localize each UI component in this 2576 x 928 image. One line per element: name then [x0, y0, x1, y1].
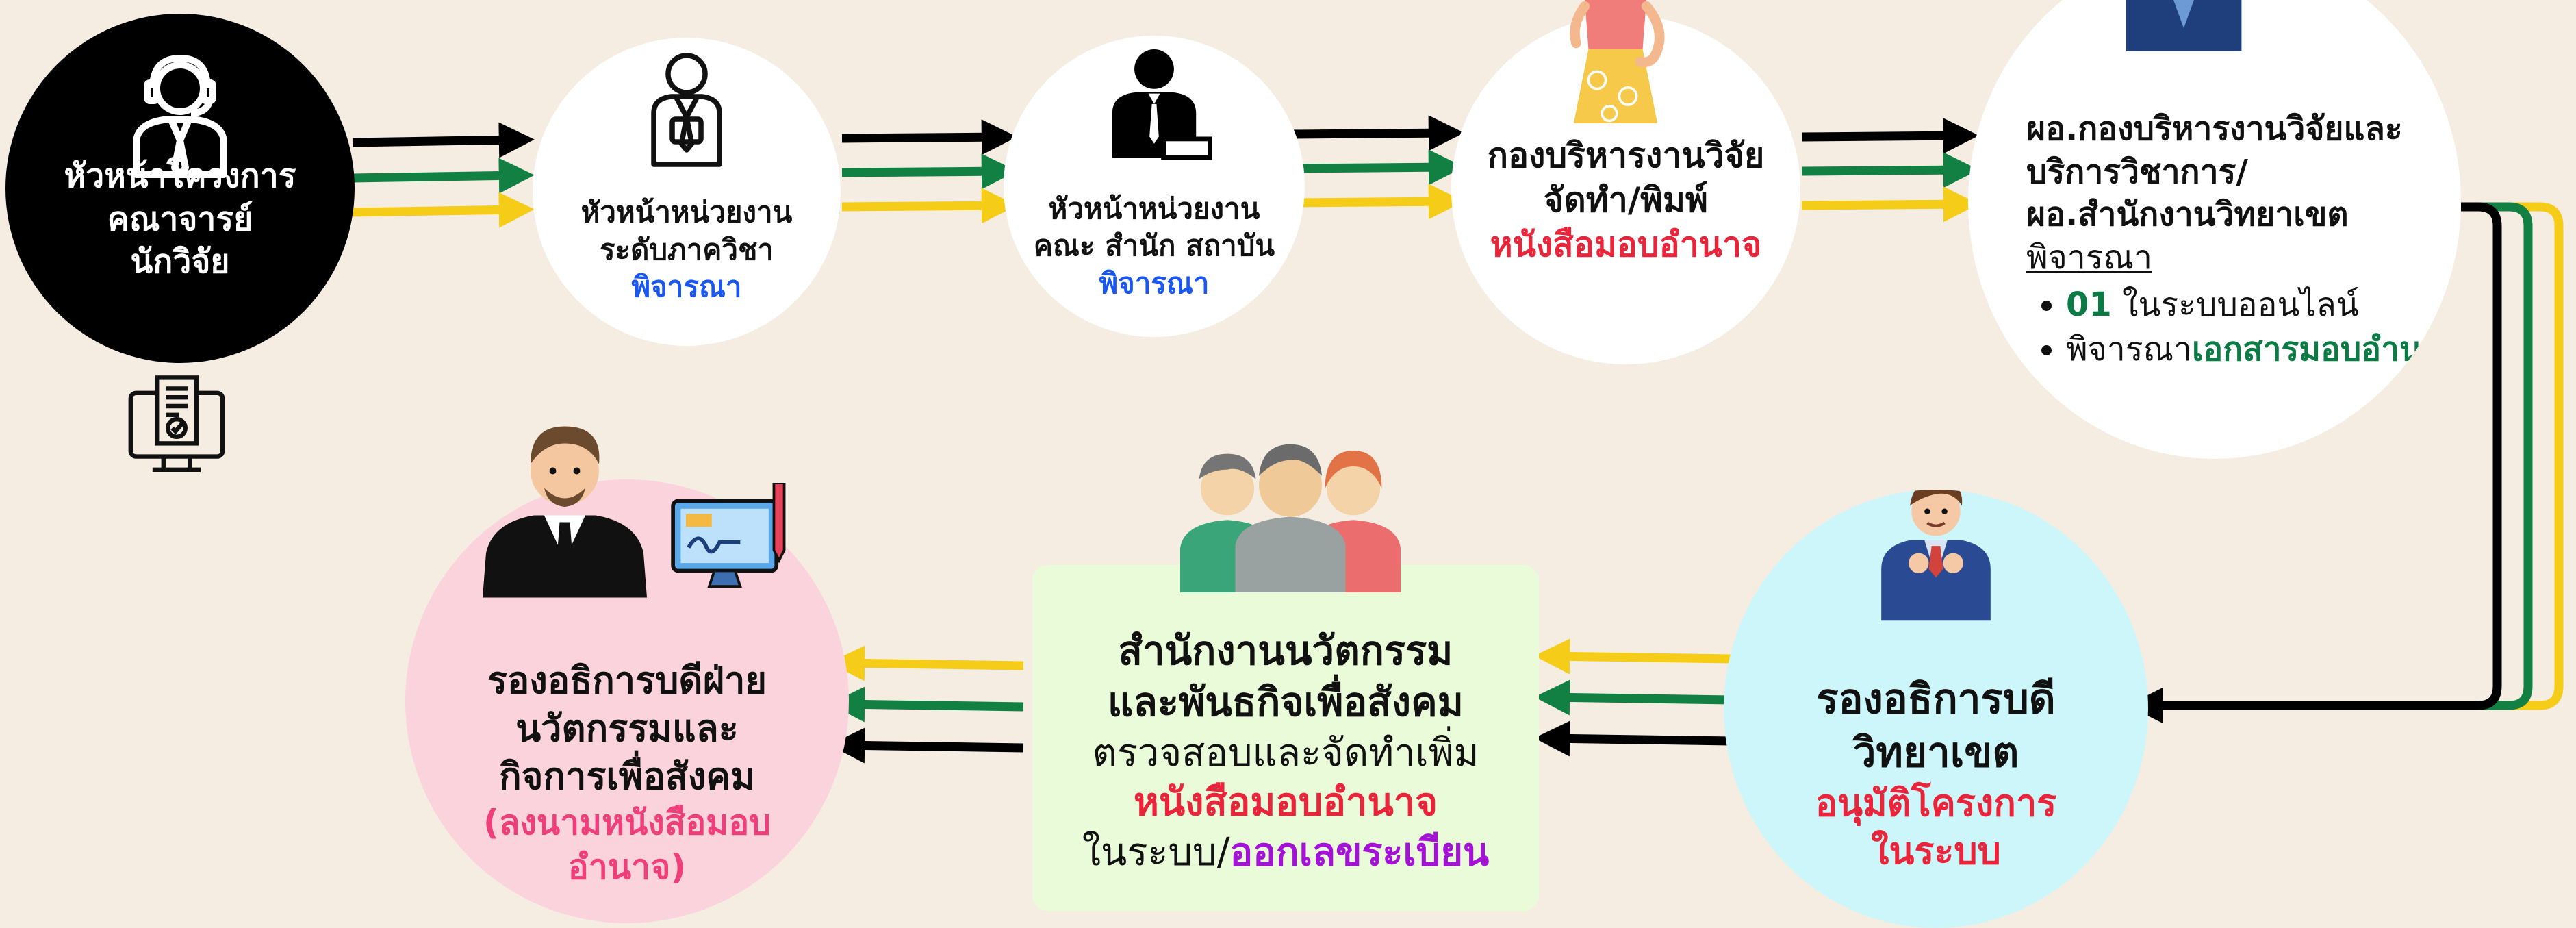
- businessman-icon: [483, 426, 647, 598]
- director-bullet-code: 01: [2066, 285, 2112, 324]
- node-faculty-action: พิจารณา: [1099, 266, 1210, 300]
- node-director: ผอ.กองบริหารงานวิจัยและ บริการวิชาการ/ ผ…: [1968, 0, 2461, 459]
- node-faculty-line-1: หัวหน้าหน่วยงาน: [1048, 191, 1260, 225]
- node-director-action: พิจารณา: [2026, 238, 2152, 277]
- node-vp-innovation-action-1: (ลงนามหนังสือมอบ: [483, 803, 771, 843]
- node-lead-line-2: คณาจารย์: [107, 199, 253, 238]
- node-project-lead: หัวหน้าโครงการ คณาจารย์ นักวิจัย: [5, 14, 355, 363]
- node-vp-innovation-line-3: กิจการเพื่อสังคม: [499, 755, 755, 799]
- office-line-1: สำนักงานนวัตกรรม: [1118, 627, 1453, 674]
- woman-figure-icon: [1570, 0, 1665, 123]
- signature-monitor-icon: [671, 483, 786, 588]
- node-vp-campus-action-1: อนุมัติโครงการ: [1815, 781, 2057, 825]
- office-line-5-pre: ในระบบ/: [1082, 830, 1230, 875]
- arrow-director-to-vp-campus: [2127, 202, 2564, 723]
- node-faculty-line-2: คณะ สำนัก สถาบัน: [1033, 229, 1275, 263]
- node-vp-innovation-line-2: นวัตกรรมและ: [515, 706, 739, 750]
- arrow-lead-to-dept: [352, 122, 535, 228]
- node-director-line-2: บริการวิชาการ/: [2026, 152, 2248, 191]
- director-bullet-document-pre: พิจารณา: [2066, 329, 2192, 368]
- node-vp-innovation-line-1: รองอธิการบดีฝ่าย: [487, 658, 767, 702]
- node-faculty-head: หัวหน้าหน่วยงาน คณะ สำนัก สถาบัน พิจารณา: [1004, 36, 1305, 337]
- node-vp-campus-line-1: รองอธิการบดี: [1816, 675, 2056, 723]
- man-adjusting-tie-icon: [1881, 490, 1991, 621]
- director-bullet-online: 01 ในระบบออนไลน์: [2066, 283, 2460, 327]
- node-vp-campus: รองอธิการบดี วิทยาเขต อนุมัติโครงการ ในร…: [1724, 490, 2148, 928]
- node-department-head: หัวหน้าหน่วยงาน ระดับภาควิชา พิจารณา: [533, 38, 841, 346]
- arrow-research-div-to-director: [1801, 118, 1979, 223]
- arrow-vp-campus-to-innovation-office: [1534, 638, 1731, 757]
- office-line-5: ในระบบ/ออกเลขระเบียน: [1082, 828, 1490, 878]
- node-research-line-2: จัดทำ/พิมพ์: [1544, 179, 1708, 220]
- office-line-5-emph: ออกเลขระเบียน: [1229, 830, 1490, 875]
- node-innovation-office: สำนักงานนวัตกรรม และพันธกิจเพื่อสังคม ตร…: [1032, 565, 1539, 911]
- office-line-2: และพันธกิจเพื่อสังคม: [1107, 679, 1464, 726]
- node-research-action: หนังสือมอบอำนาจ: [1490, 224, 1762, 264]
- director-bullet-document: พิจารณาเอกสารมอบอำนาจ: [2066, 327, 2460, 372]
- speaker-at-podium-icon: [1112, 49, 1212, 160]
- node-dept-action: พิจารณา: [631, 270, 742, 304]
- director-bullet-online-text: ในระบบออนไลน์: [2111, 285, 2359, 324]
- office-line-3: ตรวจสอบและจัดทำเพิ่ม: [1092, 730, 1479, 775]
- node-dept-line-2: ระดับภาควิชา: [599, 232, 774, 266]
- arrow-innovation-office-to-vp-innovation: [829, 645, 1024, 764]
- node-vp-campus-action-2: ในระบบ: [1871, 829, 2001, 873]
- office-line-4: หนังสือมอบอำนาจ: [1133, 780, 1438, 825]
- director-checklist: 01 ในระบบออนไลน์ พิจารณาเอกสารมอบอำนาจ: [2026, 283, 2460, 372]
- node-vp-innovation-action-2: อำนาจ): [568, 847, 687, 888]
- headset-person-icon: [133, 55, 227, 178]
- office-worker-icon: [651, 53, 722, 167]
- arrow-faculty-to-research-div: [1290, 115, 1464, 220]
- node-director-line-3: ผอ.สำนักงานวิทยาเขต: [2026, 195, 2349, 234]
- node-lead-line-3: นักวิจัย: [130, 242, 230, 281]
- arrow-dept-to-faculty: [841, 119, 1017, 224]
- group-of-people-icon: [1180, 444, 1401, 592]
- node-vp-campus-line-2: วิทยาเขต: [1852, 728, 2019, 777]
- node-research-line-1: กองบริหารงานวิจัย: [1487, 135, 1765, 175]
- node-director-line-1: ผอ.กองบริหารงานวิจัยและ: [2026, 110, 2403, 149]
- man-in-suit-icon: [2126, 0, 2242, 51]
- node-dept-line-1: หัวหน้าหน่วยงาน: [581, 195, 793, 229]
- document-monitor-icon: [128, 375, 225, 472]
